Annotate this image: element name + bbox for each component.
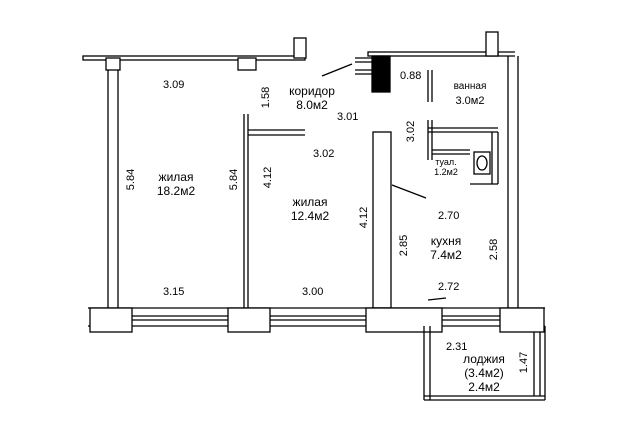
room-area: 3.0м2	[455, 95, 485, 107]
room-loggia: лоджия (3.4м2) 2.4м2	[463, 352, 505, 394]
pier-bottom-3	[365, 307, 443, 333]
room-area: 12.4м2	[290, 209, 330, 223]
dim-4-12-a: 4.12	[262, 166, 275, 189]
dim-5-84-mid: 5.84	[228, 168, 241, 191]
window-pier-2	[237, 57, 257, 71]
dim-2-85: 2.85	[398, 234, 411, 257]
room-name: жилая	[292, 195, 328, 209]
room-area: 1.2м2	[434, 167, 458, 177]
dim-2-72: 2.72	[438, 281, 460, 293]
dim-4-12-b: 4.12	[358, 206, 371, 229]
dim-3-15: 3.15	[163, 286, 185, 298]
central-wall	[372, 131, 392, 309]
dim-3-00: 3.00	[302, 286, 324, 298]
window-pier-1	[105, 57, 121, 71]
pier-bottom-4	[499, 307, 545, 333]
dim-3-01: 3.01	[337, 111, 359, 123]
room-area: 8.0м2	[296, 98, 328, 112]
pier-bottom-2	[227, 307, 271, 333]
room-name: коридор	[289, 84, 335, 98]
dim-3-02: 3.02	[313, 148, 335, 160]
room-toilet: туал. 1.2м2	[434, 157, 458, 177]
dim-1-47: 1.47	[518, 351, 531, 374]
room-name: лоджия	[463, 352, 505, 366]
room-area: 2.4м2	[468, 380, 500, 394]
room-name: туал.	[435, 157, 457, 167]
room-corridor: коридор 8.0м2	[289, 84, 335, 112]
dim-3-09: 3.09	[163, 79, 185, 91]
room-living-2: жилая 12.4м2	[291, 195, 329, 223]
dim-0-88: 0.88	[400, 70, 422, 82]
room-living-1: жилая 18.2м2	[157, 170, 195, 198]
room-name: ванная	[453, 81, 487, 92]
room-area-total: (3.4м2)	[464, 366, 504, 380]
room-area: 7.4м2	[430, 248, 462, 262]
vent-block-right	[485, 31, 499, 57]
dim-5-84-left: 5.84	[125, 168, 138, 191]
room-area: 18.2м2	[156, 184, 196, 198]
vent-block	[293, 37, 307, 59]
room-name: жилая	[158, 170, 194, 184]
dim-2-31: 2.31	[446, 341, 468, 353]
dim-2-70: 2.70	[438, 210, 460, 222]
riser-block	[371, 55, 391, 93]
pier-bottom-1	[89, 307, 133, 333]
dim-1-58: 1.58	[260, 86, 273, 109]
dim-2-58: 2.58	[488, 238, 501, 261]
room-kitchen: кухня 7.4м2	[430, 234, 462, 262]
room-bathroom: ванная 3.0м2	[454, 80, 487, 108]
dim-3-02-vert: 3.02	[405, 120, 418, 143]
toilet-fixture	[473, 151, 491, 175]
room-name: кухня	[430, 234, 462, 248]
